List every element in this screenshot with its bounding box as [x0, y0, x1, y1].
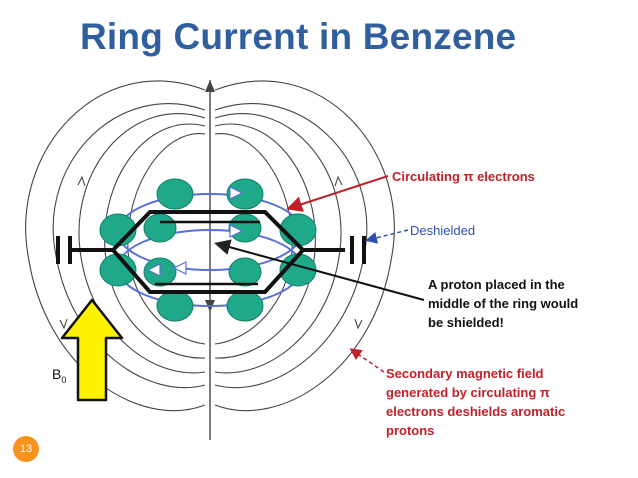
- secondary-line-2: generated by circulating π: [386, 385, 550, 400]
- proton-line-1: A proton placed in the: [428, 277, 565, 292]
- label-proton-shielded: A proton placed in the middle of the rin…: [428, 275, 578, 332]
- proton-pointer: [214, 239, 425, 301]
- benzene-skeleton: [68, 210, 345, 294]
- page-title: Ring Current in Benzene: [80, 16, 517, 57]
- secondary-line-3: electrons deshields aromatic: [386, 404, 566, 419]
- b0-arrow-icon: [60, 298, 124, 402]
- label-b0: B0: [52, 366, 66, 385]
- ring-direction-arrows: [146, 186, 244, 277]
- proton-line-3: be shielded!: [428, 315, 504, 330]
- secondary-field-pointer: [349, 348, 385, 373]
- central-axis: [205, 80, 215, 440]
- b0-letter: B: [52, 366, 62, 382]
- label-secondary-field: Secondary magnetic field generated by ci…: [386, 364, 565, 440]
- secondary-line-4: protons: [386, 423, 435, 438]
- slide-number-badge: 13: [13, 436, 39, 462]
- b0-subscript: 0: [61, 374, 67, 385]
- circulating-pointer: [286, 175, 389, 212]
- secondary-line-1: Secondary magnetic field: [386, 366, 544, 381]
- deshielded-pointer: [365, 229, 409, 244]
- hydrogen-atoms: [56, 236, 366, 264]
- p-orbital-lobes: [99, 178, 317, 322]
- label-circulating-electrons: Circulating π electrons: [392, 169, 535, 184]
- label-deshielded: Deshielded: [410, 223, 476, 238]
- proton-line-2: middle of the ring would: [428, 296, 579, 311]
